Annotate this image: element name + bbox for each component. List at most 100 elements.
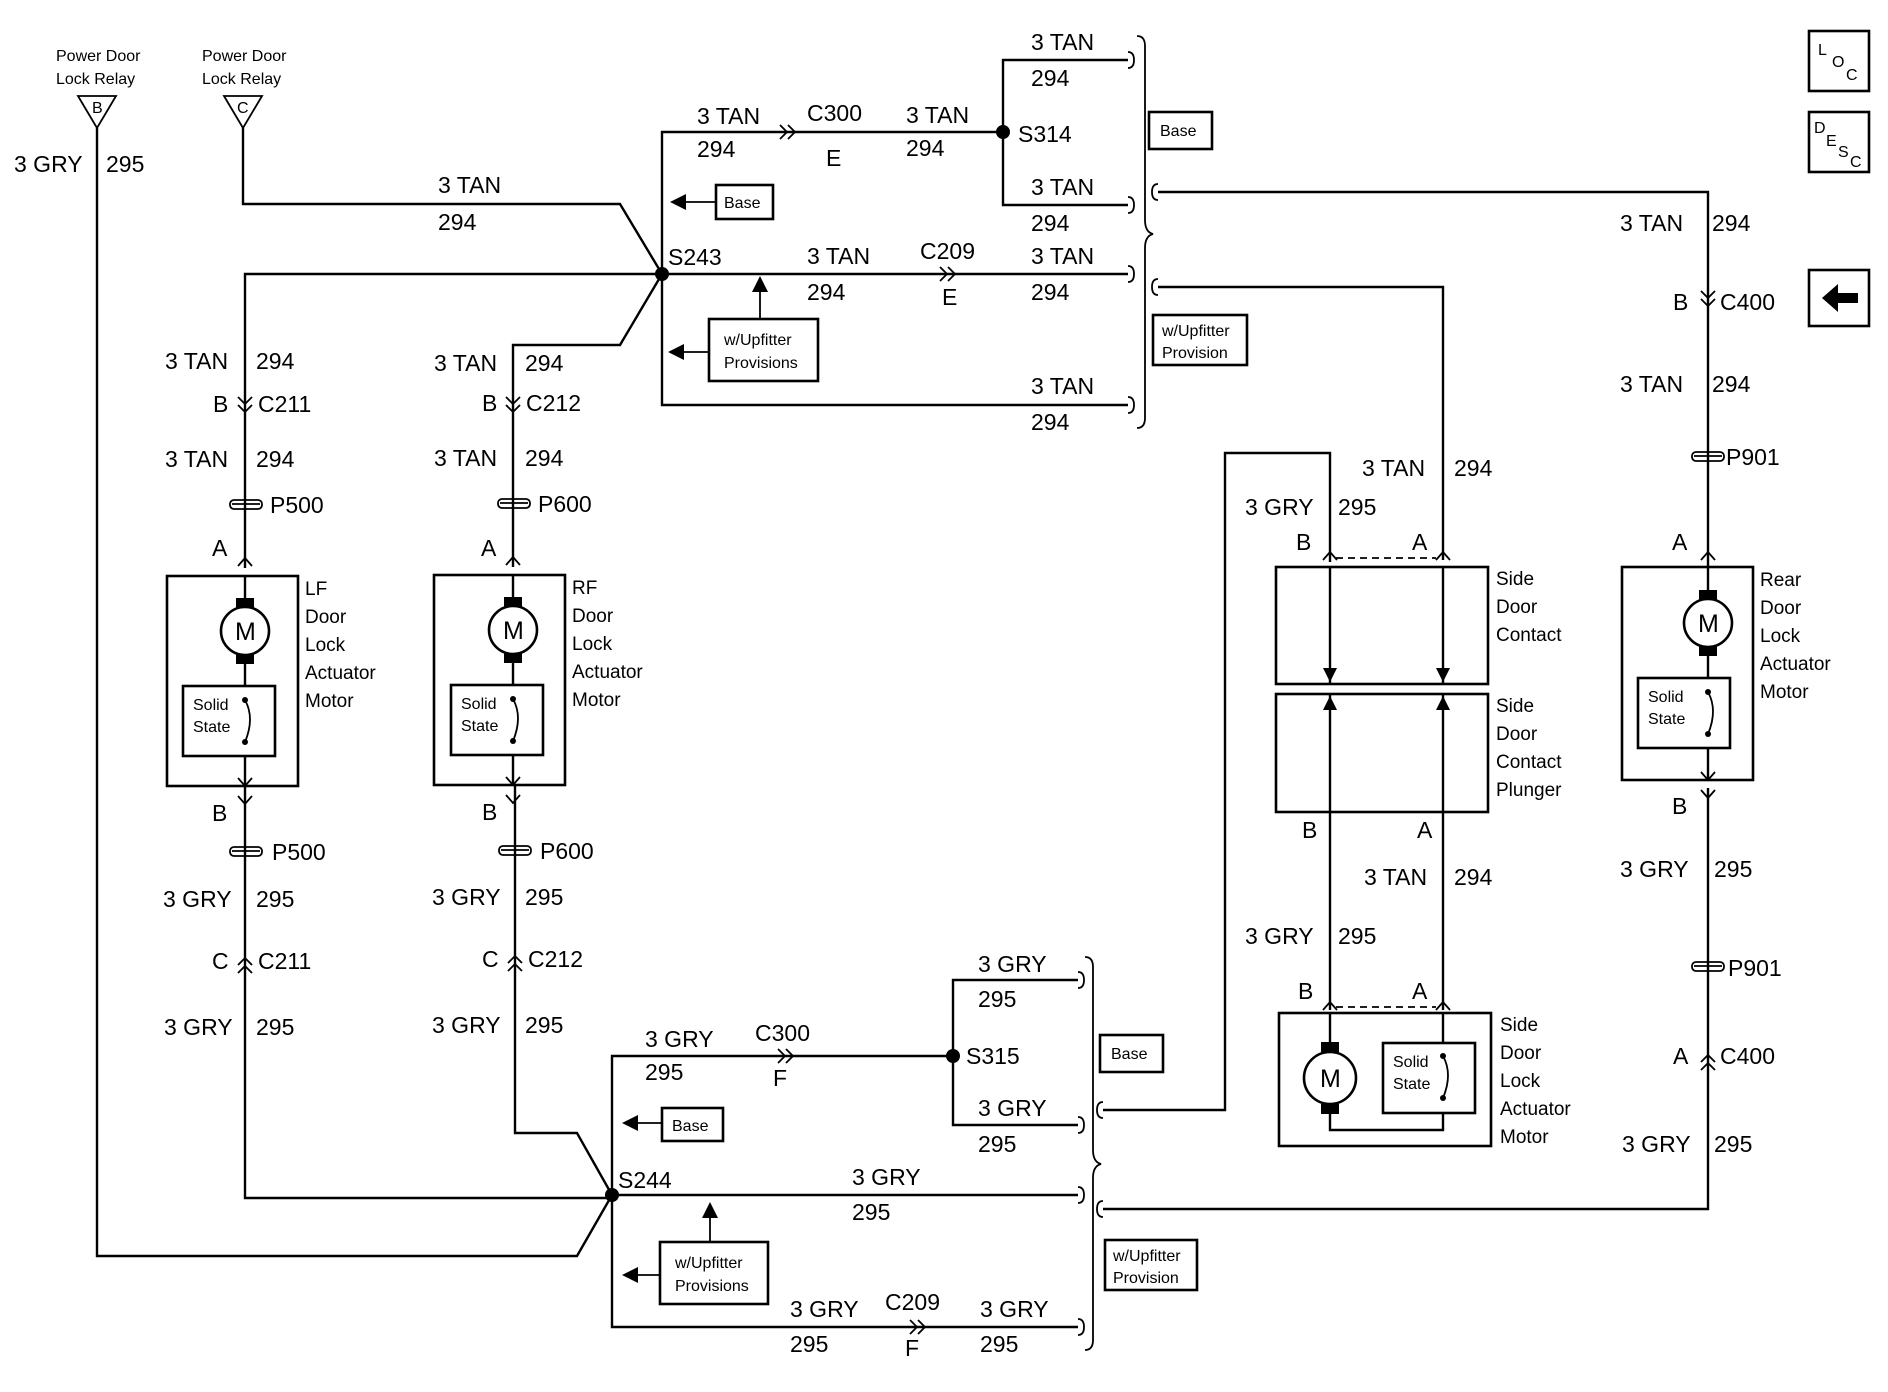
connector-c300-lower: C300 [755, 1020, 810, 1046]
side-contact-pin-b: B [1296, 529, 1311, 555]
side-motor-pin-a: A [1412, 978, 1428, 1004]
side-solid-state-box [1381, 1041, 1477, 1115]
connector-c400-upper-pin: B [1673, 289, 1688, 315]
label-relay-c-tan: 3 TAN [438, 172, 501, 198]
rf-switch-dot-bottom [510, 738, 516, 744]
label-s314-top-ckt: 294 [1031, 65, 1070, 91]
side-plunger-label-4: Plunger [1496, 780, 1562, 801]
connector-c211-upper: C211 [258, 391, 311, 417]
desc-button-frame[interactable] [1807, 110, 1871, 174]
label-c209-tan-in-ckt: 294 [807, 279, 846, 305]
connector-p600-upper-icon [497, 498, 531, 509]
label-c209-gry-out-ckt: 295 [980, 1331, 1018, 1357]
upper-upfitter-arrow-up-icon [752, 276, 768, 292]
brace-upper [1136, 35, 1154, 429]
rear-motor-symbol: M [1698, 610, 1719, 638]
side-plunger-label-2: Door [1496, 724, 1538, 745]
upper-upfitter-option-box [707, 317, 820, 383]
connector-c300-lower-icon [777, 1048, 795, 1064]
rf-motor-brush-top [504, 597, 522, 607]
connector-c209-upper-pin: E [942, 284, 957, 310]
lf-pin-a: A [212, 535, 228, 561]
lf-solid-state-line1: Solid [193, 697, 229, 714]
lower-right-upfitter-line2: Provision [1113, 1270, 1179, 1287]
wire-s314-lower [1001, 132, 1128, 207]
loc-button[interactable]: L O C [1807, 29, 1871, 93]
connector-c400-upper: C400 [1720, 289, 1775, 315]
rf-label-1: RF [572, 578, 597, 599]
rf-solid-state-line2: State [461, 718, 498, 735]
back-button[interactable] [1807, 268, 1871, 328]
option-labels: Base w/Upfitter Provisions Base w/Upfitt… [622, 110, 1249, 1306]
connector-c212-upper-pin: B [482, 390, 497, 416]
rear-solid-state-box [1636, 676, 1732, 750]
wire-s315-upper [951, 978, 1078, 1056]
side-motor-pin-a-arrow [1435, 1000, 1451, 1011]
desc-letter-c: C [1850, 154, 1862, 171]
connector-p500-lower: P500 [272, 839, 326, 865]
wire-tan-rear [1158, 190, 1710, 568]
side-solid-state-line1: Solid [1393, 1054, 1429, 1071]
lower-upfitter-option-box [658, 1240, 770, 1306]
upper-base-option-label: Base [724, 195, 761, 212]
connector-p500-lower-icon [229, 846, 263, 857]
label-upfitter-tan-ckt: 294 [1031, 409, 1070, 435]
rf-label-2: Door [572, 606, 614, 627]
lower-base-arrow-icon [622, 1115, 638, 1131]
label-rear-tan-top-ckt: 294 [1712, 210, 1751, 236]
loc-button-frame[interactable] [1807, 29, 1871, 93]
lf-label-5: Motor [305, 691, 354, 712]
relay-b-terminal-icon [76, 95, 118, 130]
connector-p600-upper: P600 [538, 491, 592, 517]
side-door-plunger-box [1274, 692, 1490, 814]
loc-letter-o: O [1832, 54, 1844, 71]
label-s315-bot-ckt: 295 [978, 1131, 1016, 1157]
lf-label-1: LF [305, 579, 327, 600]
lf-door-lock-actuator: A M Solid State B LF Door Lock Actuator … [165, 535, 376, 826]
label-c300-tan-out-ckt: 294 [906, 135, 945, 161]
lf-pin-b-arrow [237, 777, 253, 788]
rear-motor-brush-top [1699, 590, 1717, 600]
bracket-upper-base [1127, 51, 1135, 414]
wire-labels: 3 GRY 295 3 TAN 294 3 TAN 294 3 TAN 294 … [14, 29, 1752, 1357]
side-motor-icon [1302, 1050, 1358, 1106]
label-c300-gry-in: 3 GRY [645, 1026, 714, 1052]
label-rear-gry-top-ckt: 295 [1714, 856, 1752, 882]
side-switch-dot-top [1440, 1053, 1446, 1059]
connector-c209-upper-icon [939, 266, 957, 282]
connector-c209-lower-icon [909, 1319, 927, 1335]
rf-pin-b: B [482, 799, 497, 825]
desc-button[interactable]: D E S C [1807, 110, 1871, 174]
connector-c300-upper-pin: E [826, 145, 841, 171]
connector-c209-lower-pin: F [905, 1335, 919, 1361]
splice-s243-dot [655, 267, 669, 281]
label-rf-gry-bot-ckt: 295 [525, 1012, 563, 1038]
rear-pin-b-arrow [1700, 771, 1716, 782]
label-rear-gry-top: 3 GRY [1620, 856, 1689, 882]
lower-upfitter-option-line1: w/Upfitter [674, 1255, 743, 1272]
side-solid-state-line2: State [1393, 1076, 1430, 1093]
label-c209-gry-in: 3 GRY [790, 1296, 859, 1322]
connector-c300-lower-pin: F [773, 1065, 787, 1091]
side-switch-dot-bottom [1440, 1095, 1446, 1101]
side-contact-arrow-b [1323, 668, 1337, 682]
side-motor-label-5: Motor [1500, 1127, 1549, 1148]
label-s315-top-gry: 3 GRY [978, 951, 1047, 977]
side-plunger-pin-b: B [1302, 817, 1317, 843]
lf-label-3: Lock [305, 635, 346, 656]
upper-upfitter-option-line2: Provisions [724, 355, 798, 372]
rf-pin-b-cap [505, 794, 521, 805]
side-contact-label-1: Side [1496, 569, 1534, 590]
lf-solid-state-line2: State [193, 719, 230, 736]
label-rear-tan-top: 3 TAN [1620, 210, 1683, 236]
connector-c209-upper: C209 [920, 238, 975, 264]
lf-pin-b-cap [237, 795, 253, 806]
side-motor-wire-return [1328, 1114, 1445, 1132]
side-plunger-arrow-a [1436, 696, 1450, 710]
side-door-contact-box [1274, 565, 1490, 686]
side-motor-label-3: Lock [1500, 1071, 1541, 1092]
label-rear-tan-mid-ckt: 294 [1712, 371, 1751, 397]
rear-switch-dot-bottom [1705, 731, 1711, 737]
lf-switch-icon [244, 699, 251, 743]
rf-switch-icon [512, 698, 519, 742]
